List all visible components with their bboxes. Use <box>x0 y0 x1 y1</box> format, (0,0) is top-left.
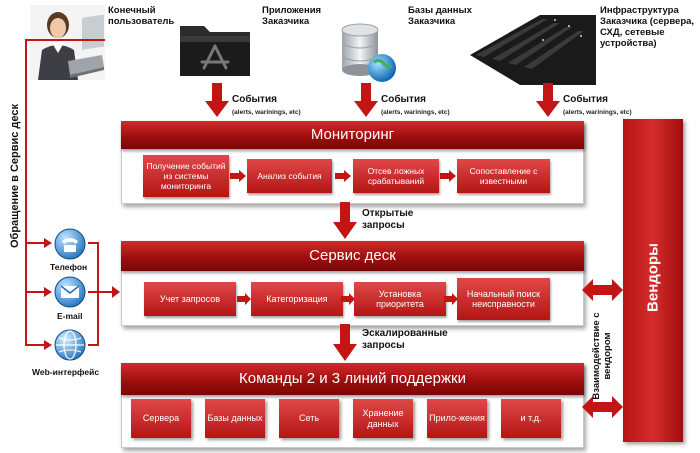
apps-label: Приложения Заказчика <box>262 5 322 27</box>
folder-app-icon <box>178 18 253 78</box>
web-globe-icon <box>54 329 86 361</box>
service-desk-step-arrow-3 <box>444 293 458 305</box>
service-desk-title-bar: Сервис деск <box>121 241 584 271</box>
service-desk-step-3: Установка приоритета <box>354 282 446 316</box>
monitoring-title: Мониторинг <box>310 126 395 143</box>
team-tile-network: Сеть <box>279 399 339 438</box>
database-icon <box>336 22 401 84</box>
service-desk-appeal-label: Обращение в Сервис деск <box>9 103 21 249</box>
service-desk-step-arrow-1 <box>237 293 251 305</box>
vendor-interaction-label: Взаимодействие с вендором <box>591 312 613 400</box>
team-tile-servers: Сервера <box>131 399 191 438</box>
databases-label: Базы данных Заказчика <box>408 5 472 27</box>
service-desk-step-4: Начальный поиск неисправности <box>457 278 550 320</box>
service-desk-step-arrow-2 <box>341 293 355 305</box>
monitoring-step-4: Сопоставление с известными <box>457 159 550 193</box>
events-sub-3: (alerts, warinings, etc) <box>563 109 632 116</box>
vendors-label: Вендоры <box>644 243 662 312</box>
monitoring-step-3: Отсев ложных срабатываний <box>353 159 439 193</box>
events-arrow-3 <box>536 83 560 117</box>
end-user-label: Конечный пользователь <box>108 5 175 27</box>
infrastructure-label: Инфраструктура Заказчика (сервера, СХД, … <box>600 5 695 49</box>
vendor-double-arrow-top <box>582 279 623 301</box>
events-label-1: События <box>232 94 277 105</box>
monitoring-step-1: Получение событий из системы мониторинга <box>143 155 229 197</box>
email-icon <box>54 276 86 308</box>
monitoring-step-arrow-1 <box>230 170 246 182</box>
teams-title-bar: Команды 2 и 3 линий поддержки <box>121 363 584 395</box>
events-sub-2: (alerts, warinings, etc) <box>381 109 450 116</box>
monitoring-step-arrow-3 <box>440 170 456 182</box>
escalated-arrow <box>333 324 357 361</box>
vendors-column: Вендоры <box>623 119 683 442</box>
service-desk-title: Сервис деск <box>309 247 396 264</box>
events-arrow-1 <box>205 83 229 117</box>
events-label-3: События <box>563 94 608 105</box>
team-tile-databases: Базы данных <box>205 399 265 438</box>
escalated-label: Эскалированные запросы <box>362 328 448 351</box>
web-label: Web-интерфейс <box>32 367 100 377</box>
service-desk-step-2: Категоризация <box>251 282 343 316</box>
monitoring-title-bar: Мониторинг <box>121 121 584 149</box>
email-label: E-mail <box>57 311 83 321</box>
open-requests-arrow <box>333 202 357 239</box>
team-tile-applications: Прило-жения <box>427 399 487 438</box>
team-tile-storage: Хранение данных <box>353 399 413 438</box>
open-requests-label: Открытые запросы <box>362 208 414 231</box>
monitoring-step-arrow-2 <box>335 170 351 182</box>
events-sub-1: (alerts, warinings, etc) <box>232 109 301 116</box>
service-desk-step-1: Учет запросов <box>144 282 236 316</box>
events-arrow-2 <box>354 83 378 117</box>
phone-label: Телефон <box>50 262 88 272</box>
team-tile-etc: и т.д. <box>501 399 561 438</box>
server-racks-icon <box>470 15 596 85</box>
phone-icon <box>54 228 86 260</box>
teams-title: Команды 2 и 3 линий поддержки <box>239 370 466 387</box>
vendor-double-arrow-bottom <box>582 396 623 418</box>
monitoring-step-2: Анализ события <box>247 159 332 193</box>
appeal-connector-lines <box>25 39 120 350</box>
events-label-2: События <box>381 94 426 105</box>
